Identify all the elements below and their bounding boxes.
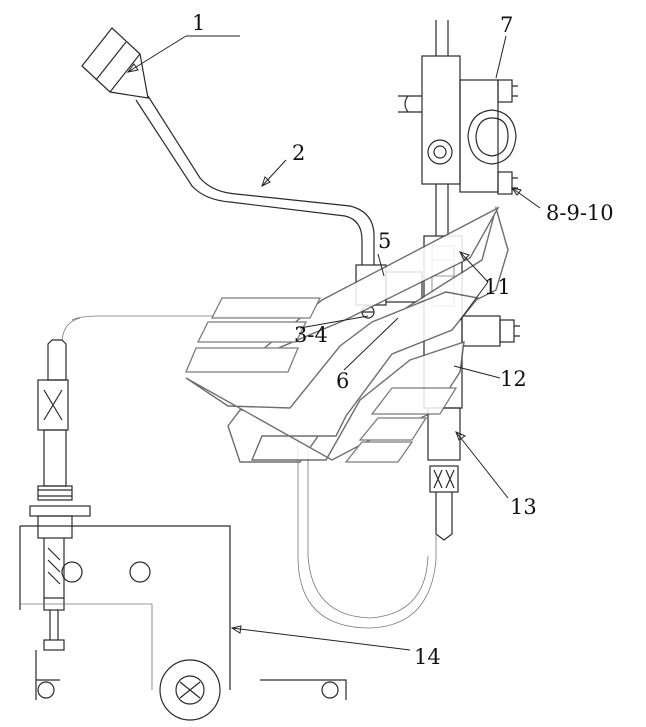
callout-5: 5 (378, 229, 391, 253)
handle-knob (81, 27, 149, 99)
callout-12: 12 (500, 367, 527, 391)
cable-housing (29, 339, 91, 651)
control-cable (61, 315, 437, 629)
callout-6: 6 (336, 369, 349, 393)
base-plate (19, 525, 347, 721)
callout-8-9-10: 8-9-10 (546, 201, 614, 225)
watermark-logo (185, 205, 509, 463)
callout-11: 11 (484, 275, 511, 299)
leader-lines (126, 35, 541, 651)
mount-bracket (398, 55, 518, 195)
callout-1: 1 (192, 11, 205, 35)
callout-2: 2 (292, 141, 305, 165)
callout-7: 7 (500, 13, 513, 37)
side-bolt (461, 315, 520, 347)
callout-3-4: 3-4 (294, 323, 328, 347)
shift-lever (135, 95, 375, 265)
callout-13: 13 (510, 495, 537, 519)
callout-14: 14 (414, 645, 441, 669)
